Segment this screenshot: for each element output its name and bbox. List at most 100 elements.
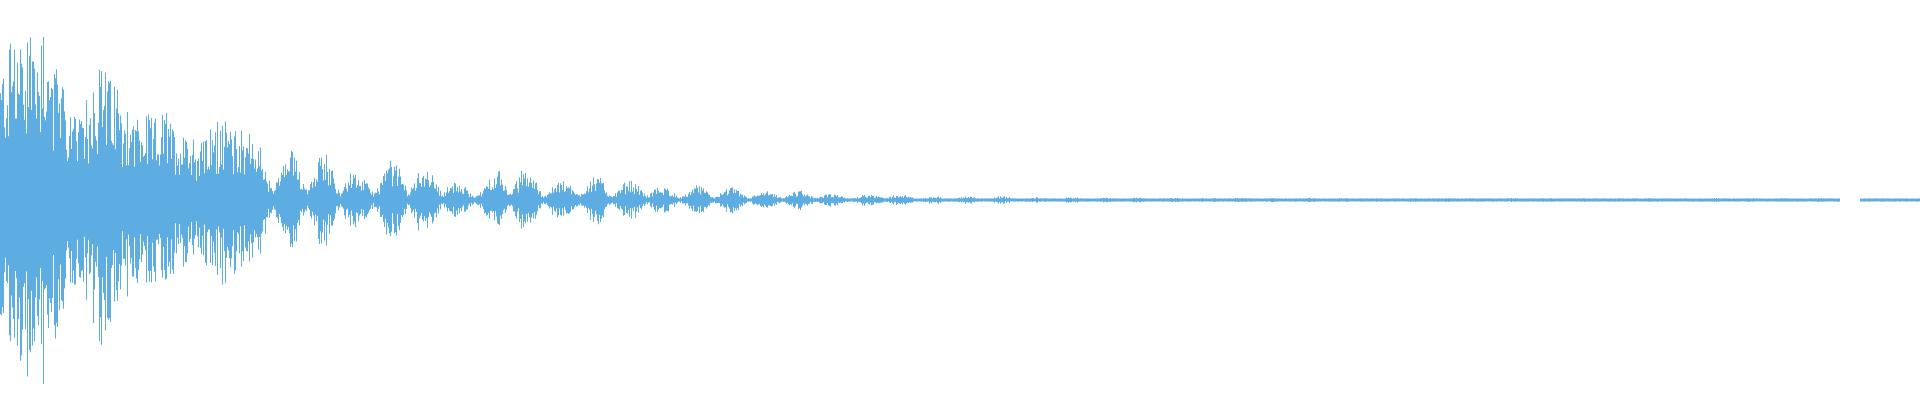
waveform-bar [498,171,499,225]
waveform-bar [1878,198,1879,202]
waveform-bar [1707,198,1708,202]
waveform-bar [261,170,262,234]
waveform-bar [565,191,566,210]
waveform-bar [1773,198,1774,202]
waveform-bar [998,196,999,204]
waveform-bar [1910,198,1911,202]
waveform-bar [303,184,304,216]
waveform-bar [859,198,860,202]
waveform-bar [1060,198,1061,202]
waveform-bar [1390,198,1391,202]
waveform-bar [1269,198,1270,202]
waveform-bar [364,180,365,219]
waveform-bar [801,190,802,208]
waveform-bar [1103,197,1104,203]
waveform-bar [1419,198,1420,202]
waveform-bar [117,89,118,301]
waveform-bar [1148,198,1149,202]
waveform-bar [419,182,420,219]
waveform-bar [1096,198,1097,202]
waveform-bar [1838,198,1839,202]
waveform-bar [1413,198,1414,202]
waveform-bar [928,198,929,202]
waveform-bar [9,49,10,336]
waveform-bar [1315,198,1316,202]
waveform-bar [1627,198,1628,202]
waveform-bar [1473,198,1474,202]
waveform-bar [919,198,920,202]
waveform-bar [260,147,261,254]
waveform-bar [1259,198,1260,202]
waveform-bar [227,147,228,248]
waveform-bar [434,187,435,214]
waveform-bar [1706,198,1707,202]
waveform-bar [1009,197,1010,203]
waveform-bar [648,197,649,203]
waveform-bar [432,175,433,224]
waveform-bar [1385,198,1386,202]
waveform-bar [1511,198,1512,202]
waveform-bar [1559,198,1560,202]
waveform-bar [1074,198,1075,202]
waveform-bar [571,194,572,207]
waveform-bar [833,197,834,204]
waveform-bar [877,197,878,203]
waveform-bar [1531,198,1532,202]
waveform-bar [1600,198,1601,202]
waveform-bar [437,191,438,209]
waveform-bar [1303,198,1304,202]
waveform-bar [429,187,430,213]
waveform-bar [836,196,837,204]
waveform-bar [888,198,889,202]
waveform-bar [978,198,979,202]
waveform-bar [1508,198,1509,202]
waveform-bar [1759,198,1760,202]
waveform-bar [109,82,110,319]
waveform-bar [130,134,131,264]
waveform-bar [518,192,519,209]
waveform-bar [1123,198,1124,202]
waveform-bar [1095,198,1096,202]
waveform-bar [1676,198,1677,202]
waveform-bar [395,170,396,233]
waveform-bar [326,154,327,246]
waveform-bar [1047,198,1048,202]
waveform-bar [750,198,751,202]
waveform-bar [471,197,472,203]
waveform-bar [1439,198,1440,202]
waveform-bar [436,184,437,218]
waveform-bar [587,186,588,213]
waveform-bar [197,161,198,237]
waveform-bar [240,172,241,227]
waveform-bar [1309,197,1310,202]
waveform-bar [874,197,875,203]
waveform-bar [592,185,593,215]
waveform-bar [367,183,368,215]
waveform-bar [1698,198,1699,202]
waveform-bar [948,198,949,202]
waveform-bar [1608,198,1609,202]
waveform-bar [777,198,778,202]
waveform-bar [1022,198,1023,202]
waveform-bar [1601,198,1602,202]
waveform-bar [1236,198,1237,202]
waveform-bar [912,197,913,203]
waveform-bar [201,143,202,254]
waveform-bar [1002,198,1003,203]
waveform-bar [1293,198,1294,202]
waveform-bar [199,175,200,228]
waveform-bar [1509,198,1510,202]
waveform-bar [172,129,173,270]
waveform-bar [576,194,577,207]
waveform-bar [1001,197,1002,203]
waveform-bar [582,194,583,206]
waveform-bar [68,157,69,248]
waveform-bar [1367,198,1368,202]
waveform-bar [280,181,281,217]
waveform-bar [1266,198,1267,202]
waveform-bar [247,148,248,252]
waveform-bar [1537,198,1538,202]
waveform-bar [1040,198,1041,202]
waveform-bar [876,196,877,204]
